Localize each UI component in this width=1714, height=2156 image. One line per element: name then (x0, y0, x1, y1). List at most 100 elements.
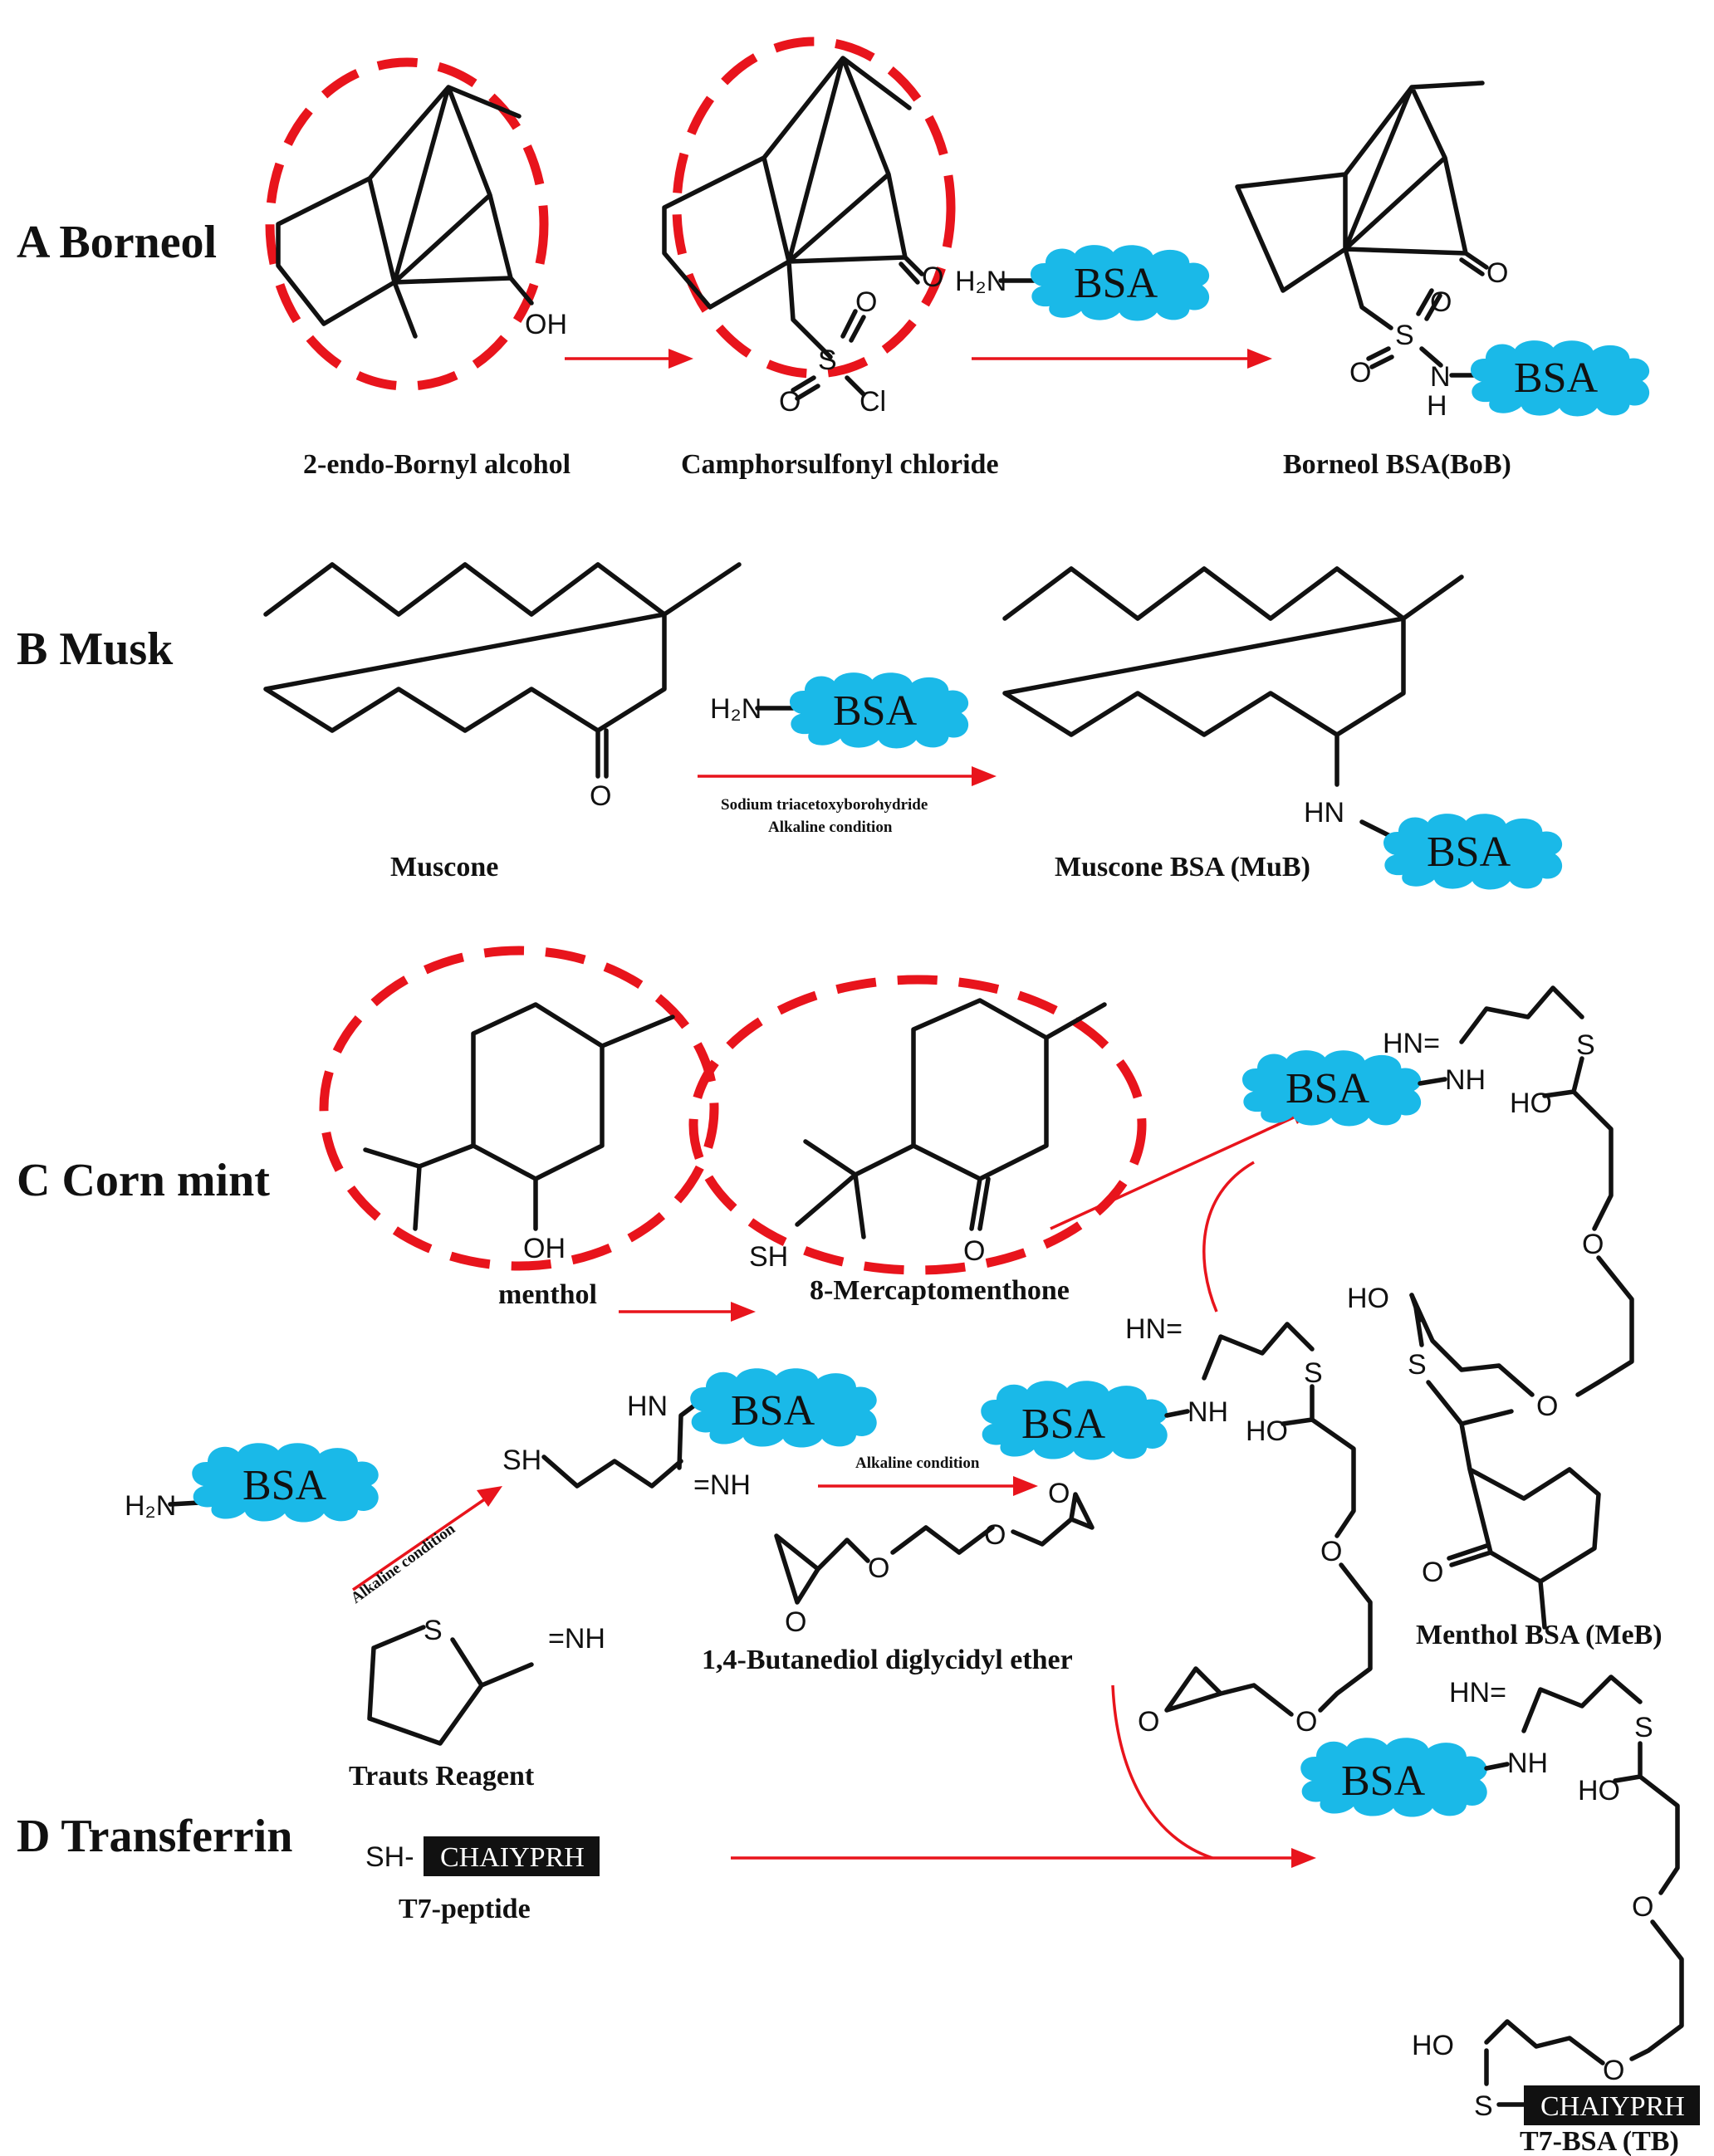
arrow-a2 (972, 349, 1272, 369)
thiol-nh-label: =NH (693, 1469, 751, 1501)
bsa-label-reagent-c: BSA (242, 1462, 327, 1509)
bdge-o-ether2-label: O (984, 1519, 1006, 1551)
menthol-label: menthol (498, 1279, 597, 1310)
epoxint-s-label: S (1304, 1357, 1323, 1389)
tb-nh-label: NH (1507, 1748, 1548, 1779)
mub-structure: HN BSA (1002, 566, 1563, 890)
reagent-bsa-a: H₂N BSA (955, 245, 1210, 321)
section-c-title: C Corn mint (17, 1155, 270, 1206)
tb-peptide-box (1524, 2085, 1700, 2125)
bdge-structure: O O O O (774, 1478, 1095, 1638)
menthol-oh-label: OH (523, 1233, 566, 1264)
trauts-condition: Alkaline condition (348, 1520, 459, 1607)
tb-structure: BSA HN= NH S HO O O HO S CHAIYPRH (1300, 1674, 1700, 2125)
highlight-circle-camphor (672, 37, 956, 379)
bsa-label-epoxide: BSA (1021, 1401, 1106, 1448)
bsa-label-tb: BSA (1341, 1758, 1426, 1805)
t7-label: T7-peptide (399, 1894, 531, 1924)
bob-s-label: S (1395, 320, 1414, 351)
mub-label: Muscone BSA (MuB) (1055, 852, 1310, 882)
tb-ho2-label: HO (1412, 2030, 1454, 2061)
epoxint-o3-label: O (1138, 1706, 1159, 1738)
musk-condition-line2: Alkaline condition (768, 819, 893, 836)
epoxint-o1-label: O (1320, 1536, 1342, 1567)
bsa-label-meb: BSA (1286, 1065, 1370, 1112)
muscone-label: Muscone (390, 852, 498, 882)
tb-label: T7-BSA (TB) (1520, 2126, 1679, 2156)
bdge-o-epox1-label: O (785, 1606, 806, 1638)
bob-n-label: N (1430, 361, 1451, 393)
bdge-o-ether1-label: O (868, 1552, 889, 1584)
bsa-label-reagent-b: BSA (833, 687, 918, 735)
tb-s2-label: S (1474, 2090, 1493, 2122)
bdge-o-epox2-label: O (1048, 1478, 1070, 1509)
trauts-label: Trauts Reagent (349, 1761, 535, 1792)
muscone-o-label: O (590, 780, 611, 812)
mercapto-label: 8-Mercaptomenthone (810, 1275, 1070, 1306)
mercapto-o-label: O (963, 1235, 985, 1267)
tb-peptide-sequence: CHAIYPRH (1540, 2091, 1685, 2122)
bob-label: Borneol BSA(BoB) (1283, 449, 1511, 480)
trauts-s-label: S (424, 1615, 443, 1646)
arrow-c1 (619, 1302, 756, 1322)
meb-s2-label: S (1408, 1349, 1427, 1381)
section-d-title: D Transferrin (17, 1811, 292, 1862)
meb-nh-label: NH (1445, 1064, 1486, 1096)
meb-ho2-label: HO (1347, 1283, 1389, 1314)
camphor-label: Camphorsulfonyl chloride (681, 449, 999, 480)
meb-label: Menthol BSA (MeB) (1416, 1620, 1663, 1650)
arrow-c4 (818, 1476, 1038, 1496)
thiol-sh-label: SH (502, 1445, 541, 1476)
t7-peptide-box (424, 1836, 600, 1876)
section-a-title: A Borneol (17, 217, 217, 268)
camphorsulfonyl-structure: O S O O Cl (662, 37, 956, 418)
muscone-structure: O (263, 562, 742, 812)
arrow-a1 (565, 349, 693, 369)
tb-s1-label: S (1634, 1712, 1653, 1743)
meb-s1-label: S (1576, 1029, 1595, 1061)
meb-o2-label: O (1536, 1391, 1558, 1422)
meb-o1-label: O (1582, 1229, 1604, 1260)
bsa-label-reagent-a: BSA (1074, 260, 1158, 307)
bob-so-lower-label: O (1349, 357, 1371, 389)
epoxint-o2-label: O (1295, 1706, 1317, 1738)
epoxint-nh-label: NH (1188, 1396, 1228, 1428)
camphor-so-lower-label: O (779, 386, 801, 418)
bsa-label-thiol: BSA (731, 1387, 815, 1435)
tb-ho1-label: HO (1578, 1775, 1620, 1806)
arrow-c2 (1050, 1106, 1316, 1313)
bdge-label: 1,4-Butanediol diglycidyl ether (702, 1645, 1073, 1675)
meb-hn-label: HN= (1383, 1028, 1440, 1059)
bornyl-label: 2-endo-Bornyl alcohol (303, 449, 571, 480)
menthol-structure: OH (319, 946, 719, 1271)
trauts-nh-label: =NH (548, 1623, 605, 1655)
trauts-structure: S =NH (367, 1615, 605, 1746)
bornyl-oh-label: OH (525, 309, 567, 340)
reagent-c-h2n-label: H₂N (125, 1490, 176, 1522)
reagent-bsa-b: H₂N BSA (710, 672, 969, 749)
arrow-d (731, 1684, 1316, 1868)
bornyl-alcohol-structure: OH (265, 57, 567, 391)
bob-so-upper-label: O (1430, 286, 1452, 318)
section-b-title: B Musk (17, 623, 174, 675)
bsa-label-bob: BSA (1514, 354, 1599, 402)
bob-structure: O S O O N H BSA (1235, 81, 1650, 422)
meb-structure: BSA HN= NH S HO O O HO S O (1242, 985, 1634, 1630)
camphor-so-upper-label: O (855, 286, 877, 318)
bob-h-label: H (1427, 390, 1447, 422)
epoxint-ho-label: HO (1246, 1415, 1288, 1447)
tb-o2-label: O (1603, 2055, 1624, 2086)
meb-ho1-label: HO (1510, 1088, 1552, 1119)
bob-o-label: O (1486, 257, 1508, 289)
thiol-hn-label: HN (627, 1391, 668, 1422)
mercapto-sh-label: SH (749, 1241, 788, 1273)
arrow-b (698, 766, 997, 786)
camphor-cl-label: Cl (859, 386, 886, 418)
highlight-circle-bornyl (265, 57, 549, 391)
t7-peptide-sequence: CHAIYPRH (440, 1842, 585, 1873)
t7-peptide-structure: SH- CHAIYPRH (365, 1836, 600, 1876)
t7-sh-label: SH- (365, 1841, 414, 1873)
mub-hn-label: HN (1304, 797, 1344, 829)
camphor-s-label: S (818, 345, 837, 376)
